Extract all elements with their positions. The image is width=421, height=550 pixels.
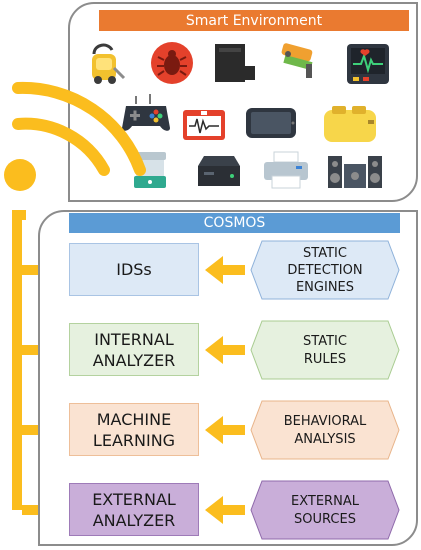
idss-label: IDSs — [116, 260, 152, 279]
machine-learning-line2: LEARNING — [92, 430, 176, 450]
external-sources-line2: SOURCES — [294, 512, 356, 527]
speakers-icon — [328, 156, 382, 188]
medical-monitor-icon — [183, 110, 225, 140]
static-detection-engines-line3: ENGINES — [296, 280, 354, 295]
row3-arrow — [205, 416, 245, 444]
internal-analyzer-box: INTERNAL ANALYZER — [69, 323, 199, 376]
tablet-icon — [246, 108, 296, 138]
set-top-box-icon — [198, 156, 240, 186]
cosmos-title: COSMOS — [69, 213, 400, 233]
gamepad-icon — [122, 94, 170, 131]
external-sources-box: EXTERNAL SOURCES — [250, 480, 400, 540]
behavioral-analysis-line1: BEHAVIORAL — [284, 414, 367, 429]
smart-environment-title: Smart Environment — [99, 10, 409, 31]
internal-analyzer-line2: ANALYZER — [92, 350, 176, 370]
static-rules-line2: RULES — [304, 352, 346, 367]
machine-learning-box: MACHINE LEARNING — [69, 403, 199, 456]
static-rules-line1: STATIC — [303, 334, 347, 349]
machine-learning-line1: MACHINE — [96, 409, 172, 429]
behavioral-analysis-box: BEHAVIORAL ANALYSIS — [250, 400, 400, 460]
static-detection-engines-box: STATIC DETECTION ENGINES — [250, 240, 400, 300]
idss-box: IDSs — [69, 243, 199, 296]
vacuum-cleaner-icon — [92, 43, 126, 84]
external-analyzer-box: EXTERNAL ANALYZER — [69, 483, 199, 536]
external-analyzer-line1: EXTERNAL — [92, 489, 176, 509]
food-steamer-icon — [134, 152, 166, 188]
bug-icon — [151, 42, 193, 84]
security-camera-icon — [281, 43, 313, 78]
game-console-icon — [215, 44, 255, 82]
external-analyzer-line2: ANALYZER — [92, 510, 176, 530]
external-sources-line1: EXTERNAL — [291, 494, 360, 509]
health-monitor-icon — [347, 44, 389, 84]
toaster-icon — [324, 106, 376, 142]
printer-icon — [264, 151, 308, 189]
row1-arrow — [205, 256, 245, 284]
static-detection-engines-line1: STATIC — [303, 246, 347, 261]
row4-arrow — [205, 496, 245, 524]
row2-arrow — [205, 336, 245, 364]
internal-analyzer-line1: INTERNAL — [94, 329, 174, 349]
static-detection-engines-line2: DETECTION — [287, 263, 362, 278]
behavioral-analysis-line2: ANALYSIS — [294, 432, 355, 447]
static-rules-box: STATIC RULES — [250, 320, 400, 380]
